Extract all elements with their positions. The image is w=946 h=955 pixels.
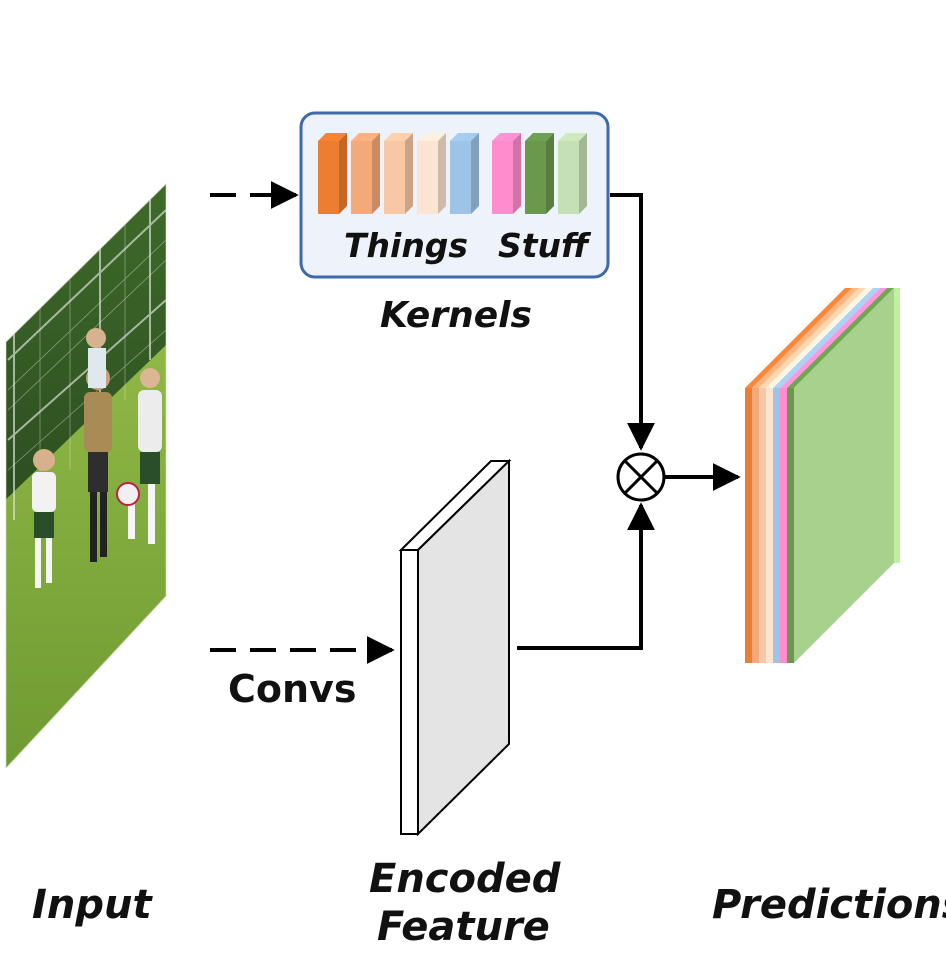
things-label: Things [344, 226, 468, 265]
prediction-layer-8 [794, 288, 901, 663]
input-image [6, 184, 166, 768]
kernel-front-face [351, 141, 372, 214]
prediction-side-strip [752, 388, 759, 663]
kernel-top-face [492, 133, 521, 141]
kernel-side-face [513, 133, 521, 214]
prediction-top-edge [759, 288, 866, 388]
stuff-kernel-2 [525, 133, 554, 214]
kernel-top-face [450, 133, 479, 141]
kernel-front-face [450, 141, 471, 214]
stuff-kernel-1 [492, 133, 521, 214]
kernel-top-face [384, 133, 413, 141]
encoded-feature-slab [398, 458, 512, 837]
prediction-top-edge [745, 288, 852, 388]
prediction-side-strip [766, 388, 773, 663]
kernel-front-face [384, 141, 405, 214]
prediction-side-strip [780, 388, 787, 663]
predictions-stack [745, 288, 901, 663]
encoded-label-line2: Feature [377, 904, 550, 950]
prediction-front-face [794, 288, 894, 663]
kernel-side-face [579, 133, 587, 214]
kernel-front-face [417, 141, 438, 214]
player-figures [32, 328, 162, 588]
input-label: Input [32, 882, 153, 928]
kernel-top-face [351, 133, 380, 141]
kernel-front-face [525, 141, 546, 214]
prediction-side-strip [773, 388, 780, 663]
prediction-top-edge [787, 288, 894, 388]
prediction-layer-2 [752, 288, 859, 663]
prediction-top-edge [780, 288, 887, 388]
prediction-top-edge [766, 288, 873, 388]
stuff-label: Stuff [498, 226, 592, 265]
prediction-edge [894, 288, 900, 563]
kernel-front-face [558, 141, 579, 214]
prediction-layer-5 [773, 288, 880, 663]
multiply-circle-icon [616, 452, 666, 502]
prediction-layer-6 [780, 288, 887, 663]
kernel-top-face [525, 133, 554, 141]
predictions-label: Predictions [712, 882, 946, 928]
prediction-layer-3 [759, 288, 866, 663]
things-kernel-4 [417, 133, 446, 214]
feature-to-multiply-arrow [517, 502, 655, 650]
kernels-label: Kernels [380, 295, 532, 336]
prediction-top-edge [752, 288, 859, 388]
kernel-side-face [405, 133, 413, 214]
things-kernel-2 [351, 133, 380, 214]
things-kernel-5 [450, 133, 479, 214]
convs-label: Convs [228, 667, 356, 711]
stuff-kernel-3 [558, 133, 587, 214]
encoded-label-line1: Encoded [369, 856, 561, 902]
kernel-things-group [318, 133, 479, 214]
prediction-side-strip [787, 388, 794, 663]
kernel-stuff-group [492, 133, 587, 214]
things-kernel-3 [384, 133, 413, 214]
kernel-side-face [546, 133, 554, 214]
kernel-side-face [471, 133, 479, 214]
kernel-side-face [438, 133, 446, 214]
prediction-layer-7 [787, 288, 894, 663]
kernel-side-face [339, 133, 347, 214]
prediction-layer-4 [766, 288, 873, 663]
kernel-front-face [492, 141, 513, 214]
kernel-top-face [318, 133, 347, 141]
kernels-box: Things Stuff [299, 111, 610, 279]
prediction-side-strip [759, 388, 766, 663]
kernel-top-face [558, 133, 587, 141]
prediction-side-strip [745, 388, 752, 663]
kernel-side-face [372, 133, 380, 214]
things-kernel-1 [318, 133, 347, 214]
kernel-front-face [318, 141, 339, 214]
kernels-to-multiply-arrow [610, 193, 655, 451]
kernel-top-face [417, 133, 446, 141]
prediction-layer-1 [745, 288, 852, 663]
prediction-top-edge [773, 288, 880, 388]
